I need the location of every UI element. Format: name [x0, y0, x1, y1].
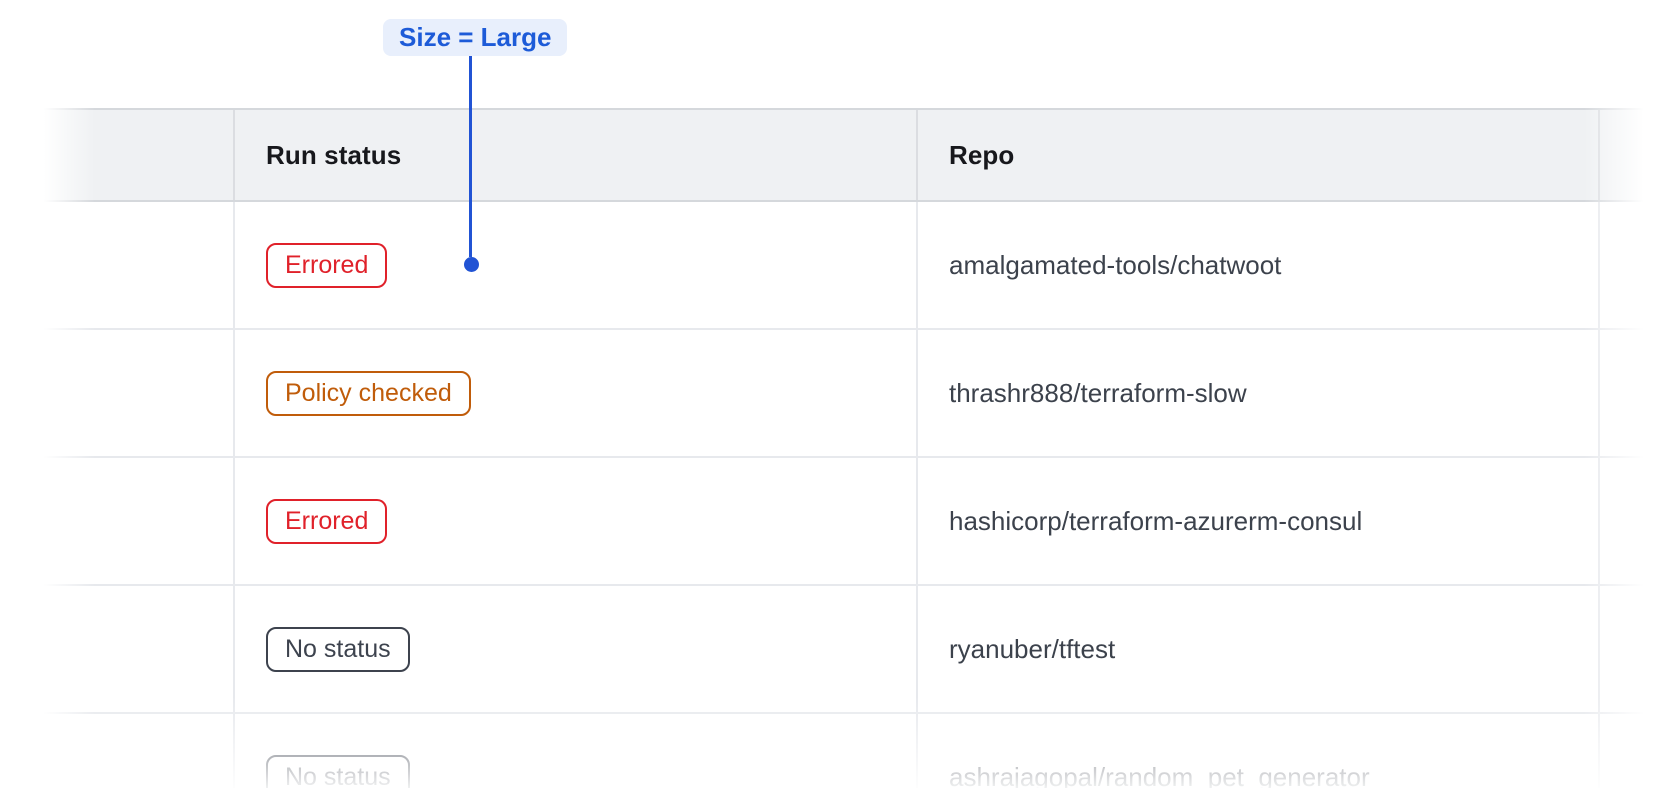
header-cell-empty-right — [1598, 110, 1672, 200]
table-row[interactable]: Errored amalgamated-tools/chatwoot — [0, 202, 1672, 330]
row-cell-empty-left — [0, 458, 233, 584]
table-row[interactable]: No status ryanuber/tftest — [0, 586, 1672, 714]
row-cell-empty-left — [0, 330, 233, 456]
row-cell-empty-right — [1598, 458, 1672, 584]
run-status-cell: No status — [233, 714, 916, 788]
status-badge: Policy checked — [266, 370, 471, 416]
row-cell-empty-left — [0, 714, 233, 788]
table-body: Errored amalgamated-tools/chatwoot Polic… — [0, 202, 1672, 788]
row-cell-empty-right — [1598, 202, 1672, 328]
table-row[interactable]: No status ashrajagopal/random_pet_genera… — [0, 714, 1672, 788]
row-cell-empty-left — [0, 586, 233, 712]
header-cell-empty-left — [0, 110, 233, 200]
repo-cell: thrashr888/terraform-slow — [916, 330, 1598, 456]
status-badge: Errored — [266, 242, 388, 288]
repo-cell-text: hashicorp/terraform-azurerm-consul — [949, 505, 1363, 536]
row-cell-empty-right — [1598, 586, 1672, 712]
header-cell-repo: Repo — [916, 110, 1598, 200]
size-large-annotation-label: Size = Large — [383, 19, 568, 56]
annotation-pointer-line — [469, 56, 472, 257]
status-badge: No status — [266, 626, 410, 672]
run-status-cell: No status — [233, 586, 916, 712]
repo-cell-text: thrashr888/terraform-slow — [949, 377, 1247, 408]
repo-cell-text: ashrajagopal/random_pet_generator — [949, 761, 1370, 788]
repo-cell: ashrajagopal/random_pet_generator — [916, 714, 1598, 788]
status-badge: Errored — [266, 498, 388, 544]
row-cell-empty-right — [1598, 330, 1672, 456]
row-cell-empty-right — [1598, 714, 1672, 788]
status-badge: No status — [266, 754, 410, 788]
run-status-cell: Errored — [233, 458, 916, 584]
repo-cell: amalgamated-tools/chatwoot — [916, 202, 1598, 328]
run-status-cell: Errored — [233, 202, 916, 328]
table-row[interactable]: Errored hashicorp/terraform-azurerm-cons… — [0, 458, 1672, 586]
annotation-pointer-dot — [464, 257, 479, 272]
run-status-cell: Policy checked — [233, 330, 916, 456]
row-cell-empty-left — [0, 202, 233, 328]
repo-cell: ryanuber/tftest — [916, 586, 1598, 712]
table-row[interactable]: Policy checked thrashr888/terraform-slow — [0, 330, 1672, 458]
header-cell-run-status: Run status — [233, 110, 916, 200]
repo-cell-text: amalgamated-tools/chatwoot — [949, 249, 1282, 280]
table-header-row: Run status Repo — [0, 108, 1672, 202]
repo-cell-text: ryanuber/tftest — [949, 633, 1116, 664]
repo-cell: hashicorp/terraform-azurerm-consul — [916, 458, 1598, 584]
runs-table: Run status Repo Errored amalgamated-tool… — [0, 108, 1672, 788]
